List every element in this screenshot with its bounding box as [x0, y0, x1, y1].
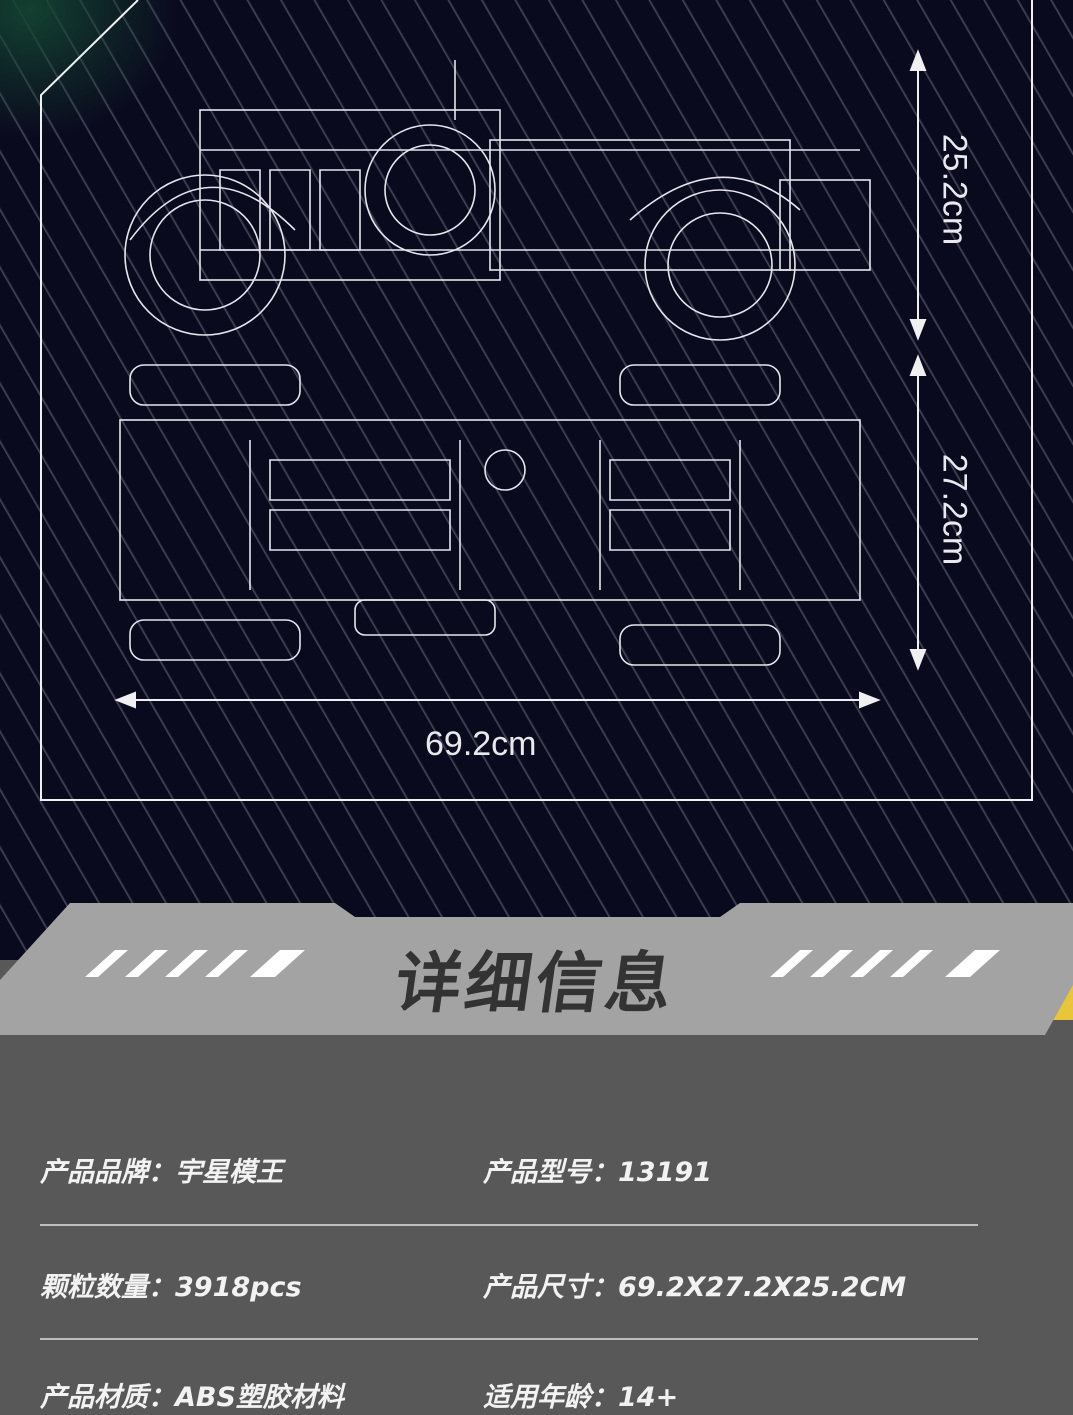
- spec-value: 69.2X27.2X25.2CM: [618, 1272, 907, 1303]
- section-banner: [0, 903, 1073, 1035]
- spec-row: 产品材质：ABS塑胶材料 适用年龄：14+: [40, 1375, 1040, 1415]
- spec-value: 13191: [618, 1157, 712, 1188]
- spec-label: 产品材质：: [40, 1382, 175, 1413]
- front-wheel: [644, 189, 796, 341]
- spec-label: 颗粒数量：: [40, 1272, 175, 1303]
- spec-label: 适用年龄：: [483, 1382, 618, 1413]
- spec-row: 颗粒数量：3918pcs 产品尺寸：69.2X27.2X25.2CM: [40, 1265, 1040, 1305]
- blueprint-area: 25.2cm 27.2cm 69.2cm: [0, 0, 1073, 960]
- stripe-decoration-left: [85, 950, 305, 977]
- stripe-decoration-right: [770, 950, 1000, 977]
- green-glow: [0, 0, 180, 140]
- height-dimension-label: 25.2cm: [935, 133, 974, 246]
- spec-label: 产品尺寸：: [483, 1272, 618, 1303]
- spare-wheel: [364, 124, 496, 256]
- car-side-view: [124, 60, 871, 341]
- spec-value: ABS塑胶材料: [175, 1382, 344, 1413]
- spec-label: 产品型号：: [483, 1157, 618, 1188]
- frame-border: [40, 0, 1033, 801]
- spec-table: [0, 1060, 1073, 1411]
- spec-value: 宇星模王: [175, 1157, 283, 1188]
- spec-row: 产品品牌：宇星模王 产品型号：13191: [40, 1150, 1040, 1190]
- length-dimension-label: 69.2cm: [425, 725, 537, 763]
- divider: [40, 1338, 978, 1340]
- section-title: 详细信息: [390, 945, 682, 1022]
- rear-wheel: [124, 174, 286, 336]
- divider: [40, 1224, 978, 1226]
- spec-value: 14+: [618, 1382, 679, 1413]
- width-dimension-label: 27.2cm: [935, 453, 974, 566]
- spec-value: 3918pcs: [175, 1272, 302, 1303]
- dimension-arrows: [114, 49, 927, 709]
- car-top-view: [119, 364, 861, 666]
- blueprint-drawing: [40, 0, 1033, 801]
- spec-label: 产品品牌：: [40, 1157, 175, 1188]
